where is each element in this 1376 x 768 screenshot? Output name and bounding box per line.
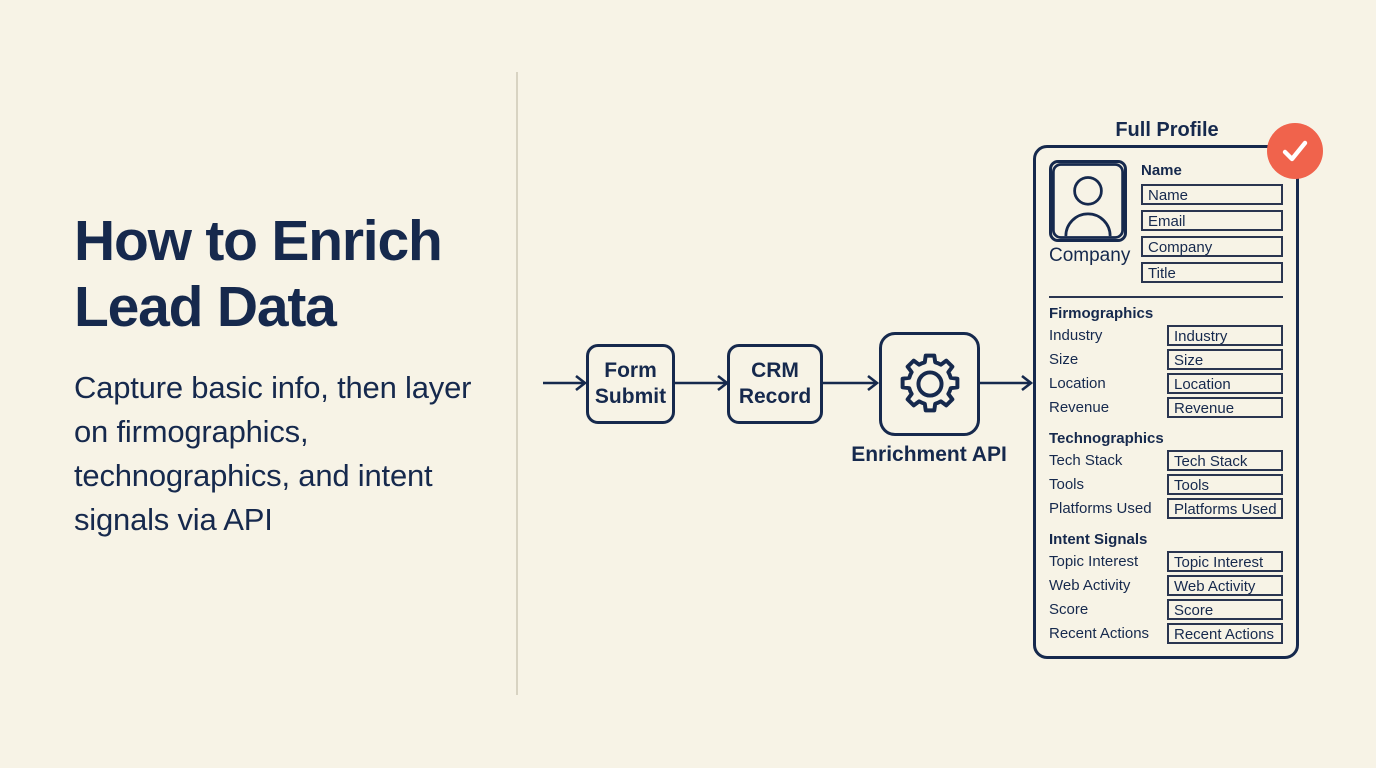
flow-arrow-start bbox=[543, 374, 588, 392]
row-value[interactable]: Tech Stack bbox=[1167, 450, 1283, 471]
identity-heading: Name bbox=[1141, 162, 1182, 179]
row-label: Revenue bbox=[1049, 398, 1110, 416]
left-text-panel: How to Enrich Lead Data Capture basic in… bbox=[74, 208, 474, 542]
row-value[interactable]: Tools bbox=[1167, 474, 1283, 495]
field-company[interactable]: Company bbox=[1141, 236, 1283, 257]
row-topic-interest: Topic Interest Topic Interest bbox=[1049, 551, 1283, 572]
spacer bbox=[1049, 421, 1283, 430]
flow-arrow-api-to-profile bbox=[978, 374, 1034, 392]
row-location: Location Location bbox=[1049, 373, 1283, 394]
page-title: How to Enrich Lead Data bbox=[74, 209, 443, 340]
row-value[interactable]: Location bbox=[1167, 373, 1283, 394]
row-tech-stack: Tech Stack Tech Stack bbox=[1049, 450, 1283, 471]
avatar: Company bbox=[1049, 160, 1131, 267]
row-label: Web Activity bbox=[1049, 576, 1131, 594]
flow-node-crm-record[interactable]: CRM Record bbox=[727, 344, 823, 424]
page-subtitle: Capture basic info, then layer on firmog… bbox=[74, 370, 472, 538]
section-title-firmographics: Firmographics bbox=[1049, 305, 1154, 322]
row-revenue: Revenue Revenue bbox=[1049, 397, 1283, 418]
section-title-intent-signals: Intent Signals bbox=[1049, 531, 1148, 548]
flow-node-enrichment-api[interactable] bbox=[879, 332, 980, 436]
row-value[interactable]: Score bbox=[1167, 599, 1283, 620]
row-label: Tech Stack bbox=[1049, 451, 1123, 469]
flow-arrow-form-to-crm bbox=[673, 374, 730, 392]
check-icon bbox=[1282, 140, 1308, 162]
flow-node-form-submit[interactable]: Form Submit bbox=[586, 344, 675, 424]
row-label: Platforms Used bbox=[1049, 499, 1152, 517]
section-divider bbox=[1049, 296, 1283, 298]
row-value[interactable]: Topic Interest bbox=[1167, 551, 1283, 572]
field-title[interactable]: Title bbox=[1141, 262, 1283, 283]
row-tools: Tools Tools bbox=[1049, 474, 1283, 495]
field-email[interactable]: Email bbox=[1141, 210, 1283, 231]
row-value[interactable]: Web Activity bbox=[1167, 575, 1283, 596]
row-industry: Industry Industry bbox=[1049, 325, 1283, 346]
profile-card-title: Full Profile bbox=[1115, 119, 1219, 141]
row-platforms-used: Platforms Used Platforms Used bbox=[1049, 498, 1283, 519]
gear-icon bbox=[900, 353, 959, 413]
flow-node-enrichment-api-caption: Enrichment API bbox=[851, 443, 1007, 466]
flow-arrow-crm-to-api bbox=[821, 374, 880, 392]
row-web-activity: Web Activity Web Activity bbox=[1049, 575, 1283, 596]
row-label: Recent Actions bbox=[1049, 624, 1150, 642]
vertical-divider bbox=[516, 72, 518, 695]
check-circle-icon bbox=[1267, 123, 1323, 179]
spacer bbox=[1049, 522, 1283, 531]
row-label: Industry bbox=[1049, 326, 1103, 344]
identity-block: Company Name Name Email Company Title bbox=[1049, 160, 1283, 288]
row-score: Score Score bbox=[1049, 599, 1283, 620]
full-profile-card: Company Name Name Email Company Title Fi… bbox=[1033, 145, 1299, 659]
user-avatar-icon bbox=[1049, 160, 1127, 242]
row-value[interactable]: Recent Actions bbox=[1167, 623, 1283, 644]
row-size: Size Size bbox=[1049, 349, 1283, 370]
row-label: Tools bbox=[1049, 475, 1085, 493]
row-label: Size bbox=[1049, 350, 1079, 368]
identity-fields: Name Name Email Company Title bbox=[1141, 160, 1283, 288]
row-value[interactable]: Industry bbox=[1167, 325, 1283, 346]
row-label: Topic Interest bbox=[1049, 552, 1139, 570]
row-label: Score bbox=[1049, 600, 1089, 618]
row-value[interactable]: Revenue bbox=[1167, 397, 1283, 418]
field-name[interactable]: Name bbox=[1141, 184, 1283, 205]
row-value[interactable]: Platforms Used bbox=[1167, 498, 1283, 519]
row-recent-actions: Recent Actions Recent Actions bbox=[1049, 623, 1283, 644]
section-title-technographics: Technographics bbox=[1049, 430, 1164, 447]
avatar-company-label: Company bbox=[1049, 245, 1131, 266]
row-label: Location bbox=[1049, 374, 1106, 392]
row-value[interactable]: Size bbox=[1167, 349, 1283, 370]
